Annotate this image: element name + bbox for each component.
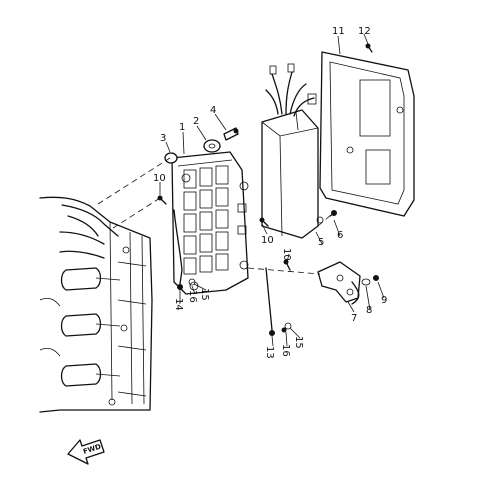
- part-label: 10: [153, 173, 166, 184]
- part-label: 12: [358, 26, 371, 37]
- part-label: 1: [179, 122, 185, 133]
- part-label: 14: [173, 298, 184, 311]
- hardware: [157, 43, 379, 336]
- part-label: 9: [381, 295, 387, 306]
- part-label: 15: [293, 336, 304, 349]
- part-label: 10: [281, 248, 292, 261]
- leader-lines: [97, 33, 385, 347]
- part-label: 2: [193, 116, 199, 127]
- part-label: 15: [199, 288, 210, 301]
- cover-plate: [319, 51, 415, 217]
- part-label: 16: [280, 344, 291, 357]
- part-label: 11: [332, 26, 345, 37]
- part-label: 6: [337, 230, 343, 241]
- part-label: 7: [351, 313, 357, 324]
- bracket: [317, 261, 361, 305]
- part-label: 10: [261, 235, 274, 246]
- part-label: 13: [264, 346, 275, 359]
- part-label: 3: [160, 133, 166, 144]
- engine-block: [39, 196, 153, 413]
- mounting-plate: [171, 151, 249, 295]
- part-label: 5: [318, 237, 324, 248]
- part-label: 4: [210, 105, 216, 116]
- part-label: 8: [366, 305, 372, 316]
- part-labels: 1 2 3 4 5 6 7 8 9 10 10 10 11 12 13 14 1…: [153, 26, 387, 359]
- fwd-arrow-icon: FWD: [67, 439, 105, 465]
- control-unit: [261, 63, 324, 239]
- part-label: 16: [187, 290, 198, 303]
